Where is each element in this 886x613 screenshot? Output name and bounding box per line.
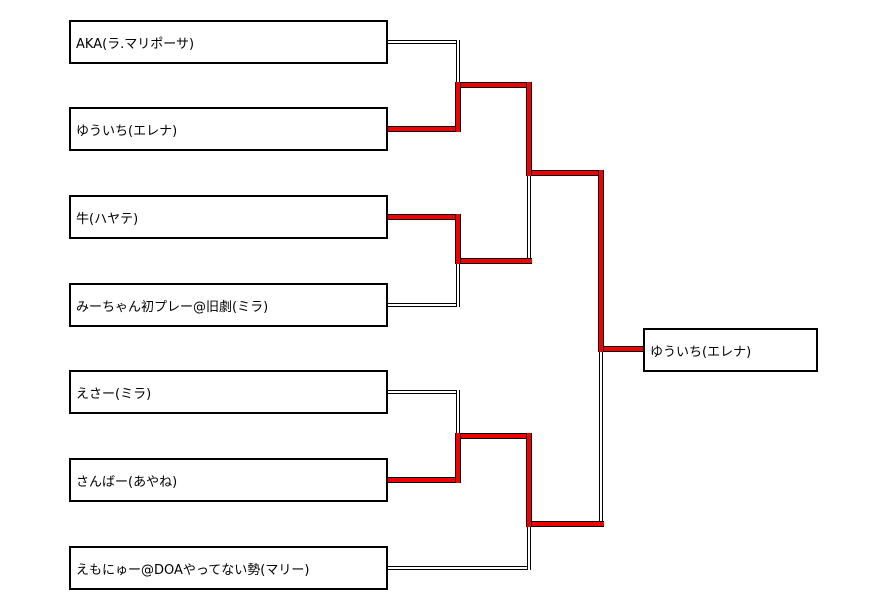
line-final-join-lower: [599, 347, 603, 526]
player-box-4: みーちゃん初プレー@旧劇(ミラ): [69, 283, 388, 327]
player-label: ゆういち(エレナ): [76, 123, 178, 139]
line-sf2-join-lower: [527, 522, 531, 570]
player-label: さんばー(あやね): [76, 474, 178, 490]
champion-label: ゆういち(エレナ): [650, 344, 752, 360]
line-m1-out-win: [455, 82, 532, 88]
player-label: AKA(ラ.マリポーサ): [76, 36, 195, 52]
line-m1-join-upper: [456, 40, 460, 88]
line-m3-out-win: [455, 433, 532, 439]
line-sf2-out-win: [526, 521, 604, 527]
line-m3-join-upper: [456, 390, 460, 438]
line-m2-join-lower: [456, 259, 460, 307]
player-box-2: ゆういち(エレナ): [69, 107, 388, 151]
player-box-5: えさー(ミラ): [69, 370, 388, 414]
line-sf1-join-win: [526, 82, 532, 176]
player-label: えさー(ミラ): [76, 386, 152, 402]
line-ushi-win: [388, 214, 461, 220]
line-m1-join-win: [455, 82, 461, 132]
line-final-join-win: [598, 170, 604, 352]
line-sf1-out-win: [526, 170, 604, 176]
line-esaa-to-m3: [388, 390, 460, 394]
line-miichan-to-m2: [388, 303, 460, 307]
line-sanbaa-win: [388, 477, 461, 483]
line-m3-join-win: [455, 433, 461, 483]
line-yuichi-win: [388, 126, 461, 132]
line-emonyuu-to-sf2: [388, 566, 531, 570]
player-box-3: 牛(ハヤテ): [69, 195, 388, 239]
player-label: えもにゅー@DOAやってない勢(マリー): [76, 562, 310, 578]
player-label: 牛(ハヤテ): [76, 211, 139, 227]
line-sf1-join-lower: [527, 171, 531, 263]
line-aka-to-m1: [388, 40, 460, 44]
line-final-out-win: [598, 346, 645, 352]
player-label: みーちゃん初プレー@旧劇(ミラ): [76, 299, 269, 315]
player-box-6: さんばー(あやね): [69, 458, 388, 502]
player-box-7: えもにゅー@DOAやってない勢(マリー): [69, 546, 388, 590]
champion-box: ゆういち(エレナ): [643, 328, 818, 372]
line-sf2-join-win: [526, 433, 532, 527]
player-box-1: AKA(ラ.マリポーサ): [69, 20, 388, 64]
line-m2-join-win: [455, 214, 461, 264]
line-m2-out-win: [455, 258, 532, 264]
